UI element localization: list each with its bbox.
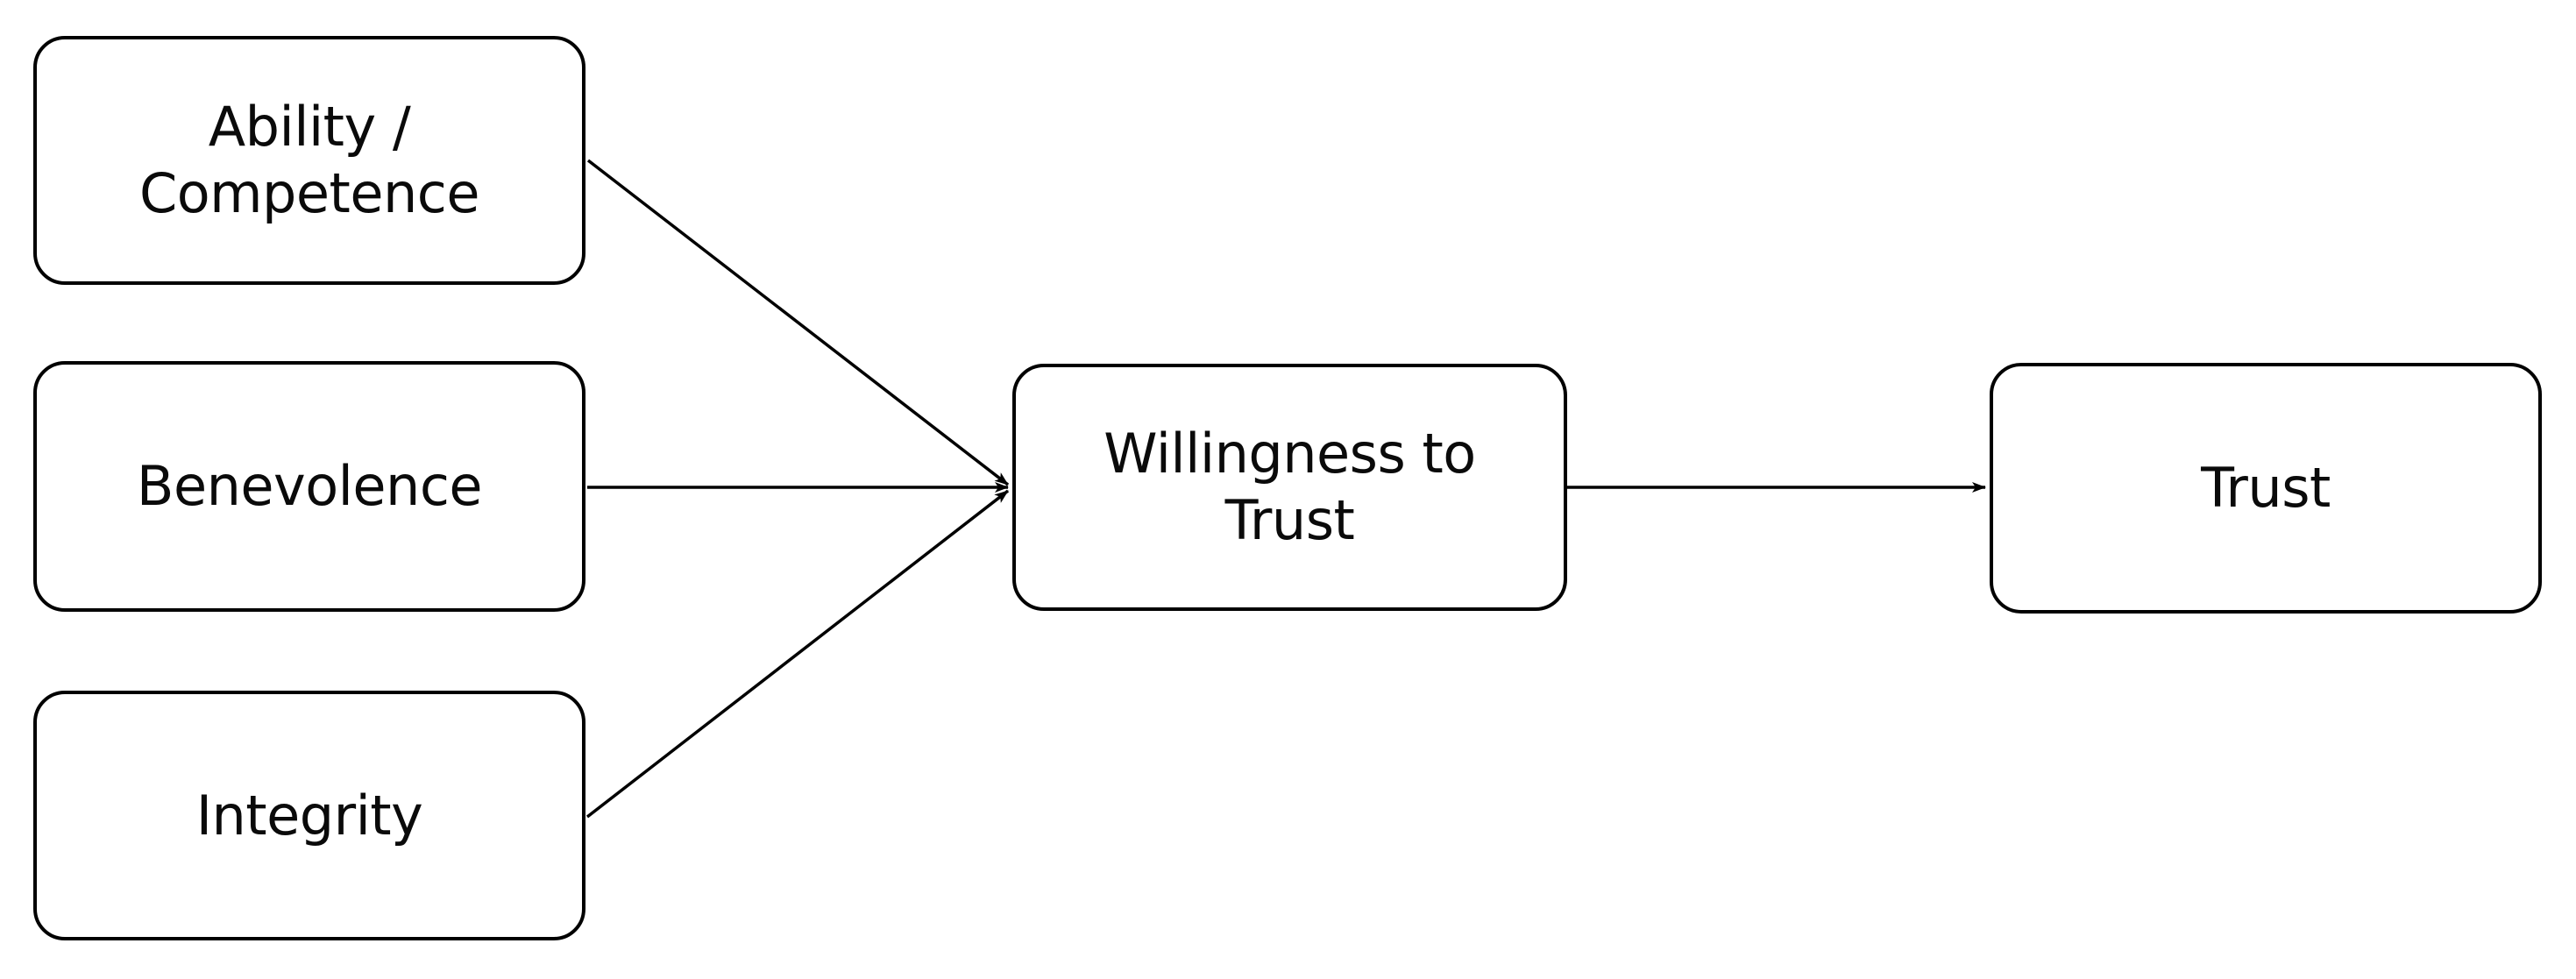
node-label: Benevolence [136, 454, 483, 519]
node-integrity[interactable]: Integrity [33, 691, 585, 940]
edge-line [586, 159, 1010, 486]
node-label: Trust [2201, 456, 2331, 521]
node-benevolence[interactable]: Benevolence [33, 361, 585, 612]
node-willingness-to-trust[interactable]: Willingness to Trust [1012, 364, 1567, 611]
node-label: Willingness to Trust [1103, 422, 1476, 552]
node-trust[interactable]: Trust [1990, 363, 2542, 614]
node-ability-competence[interactable]: Ability / Competence [33, 36, 585, 285]
node-label: Integrity [195, 783, 423, 848]
edge-integrity-to-willingness [585, 489, 1010, 819]
edge-line [585, 489, 1010, 819]
edge-ability-to-willingness [586, 159, 1010, 486]
node-label: Ability / Competence [138, 95, 480, 225]
